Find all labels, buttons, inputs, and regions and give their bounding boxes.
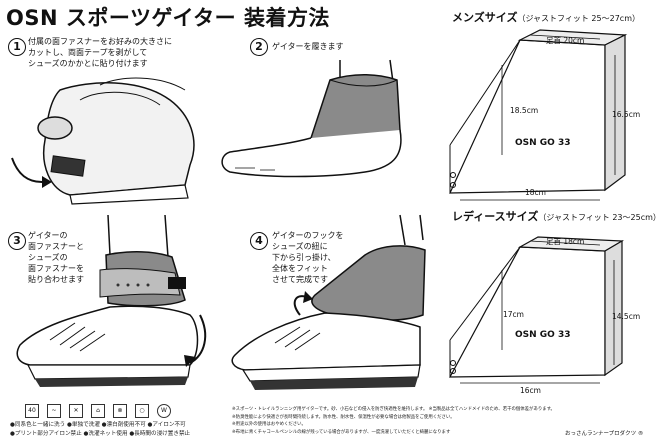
product-note-1: ※スポーツ・トレイルランニング用ゲイターです。砂、小石などの侵入を防ぎ快適性を維…: [232, 407, 555, 412]
mens-size-title: メンズサイズ（ジャストフィット 25〜27cm）: [452, 9, 640, 25]
product-note-2: ※防臭性能により快適さが長時間持続します。防水性、耐水性、保温性が必要な場合は他…: [232, 414, 455, 420]
no-tumble-dry-icon: ⊗: [113, 404, 127, 418]
care-note-1: ●同系色と一緒に洗う ●単独で洗濯 ●漂白剤使用不可 ●アイロン不可: [10, 422, 186, 428]
brand-credit: おっさんランナープロダクツ ®: [565, 431, 644, 437]
mens-size-fit: （ジャストフィット 25〜27cm）: [517, 14, 640, 23]
iron-icon: ⌂: [91, 404, 105, 418]
ladies-side: 14.5cm: [612, 312, 641, 321]
ladies-size-fit: （ジャストフィット 23〜25cm）: [538, 213, 661, 222]
ladies-logo: OSN GO 33: [515, 330, 571, 340]
product-notes: ※スポーツ・トレイルランニング用ゲイターです。砂、小石などの侵入を防ぎ快適性を維…: [232, 406, 555, 436]
step-3-illustration: [16, 214, 207, 387]
ladies-top-width: 足首 18cm: [546, 237, 585, 246]
step-3-text: ゲイターの 面ファスナーと シューズの 面ファスナーを 貼り合わせます: [28, 231, 84, 284]
no-dry-clean-icon: ○: [135, 404, 149, 418]
step-4-illustration: [231, 214, 426, 390]
wash-40-icon: 40: [25, 404, 39, 418]
step-1-text: 付属の面ファスナーをお好みの大きさに カットし、両面テープを剥がして シューズの…: [28, 37, 172, 68]
mens-height: 18.5cm: [510, 106, 539, 115]
ladies-diagram: [448, 236, 625, 384]
no-bleach-icon: ✕: [69, 404, 83, 418]
ladies-height: 17cm: [503, 310, 524, 319]
step-2-illustration: [221, 59, 402, 178]
step-1-number: 1: [8, 38, 26, 56]
hand-wash-icon: ~: [47, 404, 61, 418]
product-note-3: ※用途以外の使用はおやめください。: [232, 422, 306, 427]
mens-top-width: 足首 20cm: [546, 36, 585, 45]
mens-bottom: 18cm: [525, 188, 546, 197]
ladies-size-title: レディースサイズ（ジャストフィット 23〜25cm）: [452, 208, 661, 224]
mens-logo: OSN GO 33: [515, 138, 571, 148]
step-2-number: 2: [250, 38, 268, 56]
mens-side: 16.5cm: [612, 110, 641, 119]
page-title: OSN スポーツゲイター 装着方法: [6, 6, 330, 30]
care-icons: 40 ~ ✕ ⌂ ⊗ ○ W: [25, 404, 171, 418]
mens-diagram: [449, 29, 628, 201]
step-4-number: 4: [250, 232, 268, 250]
ladies-bottom: 16cm: [520, 386, 541, 395]
step-1-illustration: [11, 77, 195, 205]
ladies-size-label: レディースサイズ: [452, 210, 539, 223]
wet-clean-icon: W: [157, 404, 171, 418]
step-2-text: ゲイターを履きます: [272, 42, 344, 51]
step-3-number: 3: [8, 232, 26, 250]
product-note-4: ※布地に青くチャコールペンシルの線が残っている場合がありますが、一度洗濯していた…: [232, 429, 451, 435]
step-4-text: ゲイターのフックを シューズの紐に 下から引っ掛け、 全体をフィット させて完成…: [272, 231, 344, 284]
care-note-2: ●プリント部分アイロン禁止 ●洗濯ネット使用 ●長時間の浸け置き禁止: [10, 431, 191, 437]
mens-size-label: メンズサイズ: [452, 11, 518, 24]
